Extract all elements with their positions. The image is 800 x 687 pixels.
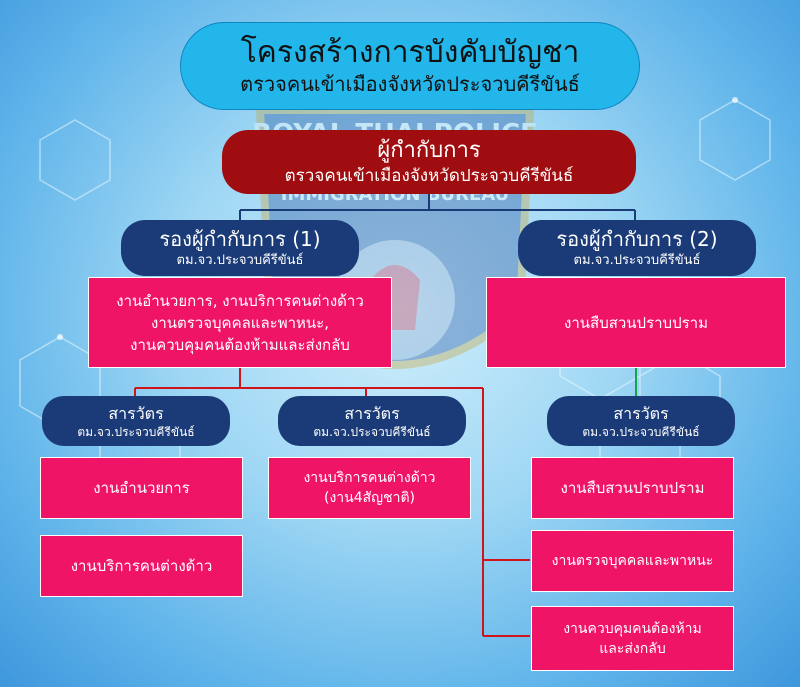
inspector-3-unit-3-line-1: งานควบคุมคนต้องห้าม bbox=[563, 620, 702, 637]
inspector-1-subtitle: ตม.จว.ประจวบคีรีขันธ์ bbox=[77, 424, 195, 439]
inspector-1-unit-2: งานบริการคนต่างด้าว bbox=[40, 535, 243, 597]
deputy-1-subtitle: ตม.จว.ประจวบคีรีขันธ์ bbox=[176, 253, 304, 268]
chart-title: โครงสร้างการบังคับบัญชา bbox=[240, 35, 580, 70]
deputy-1-duty-line-2: งานตรวจบุคคลและพาหนะ, bbox=[151, 313, 329, 332]
inspector-2-box: สารวัตร ตม.จว.ประจวบคีรีขันธ์ bbox=[278, 396, 466, 446]
inspector-2-title: สารวัตร bbox=[344, 403, 400, 423]
deputy-2-subtitle: ตม.จว.ประจวบคีรีขันธ์ bbox=[573, 253, 701, 268]
inspector-1-title: สารวัตร bbox=[108, 403, 164, 423]
chart-title-box: โครงสร้างการบังคับบัญชา ตรวจคนเข้าเมืองจ… bbox=[180, 22, 640, 110]
chief-title: ผู้กำกับการ bbox=[377, 138, 481, 163]
inspector-2-subtitle: ตม.จว.ประจวบคีรีขันธ์ bbox=[313, 424, 431, 439]
inspector-3-unit-1: งานสืบสวนปราบปราม bbox=[531, 457, 734, 519]
inspector-1-unit-1-label: งานอำนวยการ bbox=[93, 479, 190, 497]
inspector-3-unit-2: งานตรวจบุคคลและพาหนะ bbox=[531, 530, 734, 592]
chief-subtitle: ตรวจคนเข้าเมืองจังหวัดประจวบคีรีขันธ์ bbox=[284, 166, 574, 186]
deputy-2-title: รองผู้กำกับการ (2) bbox=[556, 227, 718, 251]
deputy-1-title: รองผู้กำกับการ (1) bbox=[159, 227, 321, 251]
deputy-1-duty-line-3: งานควบคุมคนต้องห้ามและส่งกลับ bbox=[130, 335, 350, 354]
deputy-2-duty-box: งานสืบสวนปราบปราม bbox=[486, 277, 786, 368]
inspector-2-unit-1-line-2: (งาน4สัญชาติ) bbox=[323, 490, 416, 506]
inspector-1-box: สารวัตร ตม.จว.ประจวบคีรีขันธ์ bbox=[42, 396, 230, 446]
inspector-3-unit-2-label: งานตรวจบุคคลและพาหนะ bbox=[551, 553, 714, 569]
inspector-1-unit-2-label: งานบริการคนต่างด้าว bbox=[70, 557, 213, 575]
inspector-3-box: สารวัตร ตม.จว.ประจวบคีรีขันธ์ bbox=[547, 396, 735, 446]
deputy-2-duty: งานสืบสวนปราบปราม bbox=[564, 313, 708, 332]
inspector-3-unit-3-line-2: และส่งกลับ bbox=[599, 640, 666, 657]
inspector-3-subtitle: ตม.จว.ประจวบคีรีขันธ์ bbox=[582, 424, 700, 439]
inspector-1-unit-1: งานอำนวยการ bbox=[40, 457, 243, 519]
deputy-1-duty-line-1: งานอำนวยการ, งานบริการคนต่างด้าว bbox=[116, 291, 364, 310]
inspector-2-unit-1: งานบริการคนต่างด้าว (งาน4สัญชาติ) bbox=[268, 457, 471, 519]
deputy-2-box: รองผู้กำกับการ (2) ตม.จว.ประจวบคีรีขันธ์ bbox=[518, 220, 756, 276]
inspector-2-unit-1-line-1: งานบริการคนต่างด้าว bbox=[303, 470, 436, 486]
chief-box: ผู้กำกับการ ตรวจคนเข้าเมืองจังหวัดประจวบ… bbox=[222, 130, 636, 194]
deputy-1-duties-box: งานอำนวยการ, งานบริการคนต่างด้าว งานตรวจ… bbox=[88, 277, 392, 368]
inspector-3-title: สารวัตร bbox=[613, 403, 669, 423]
inspector-3-unit-1-label: งานสืบสวนปราบปราม bbox=[560, 479, 705, 497]
inspector-3-unit-3: งานควบคุมคนต้องห้าม และส่งกลับ bbox=[531, 606, 734, 671]
deputy-1-box: รองผู้กำกับการ (1) ตม.จว.ประจวบคีรีขันธ์ bbox=[121, 220, 359, 276]
chart-subtitle: ตรวจคนเข้าเมืองจังหวัดประจวบคีรีขันธ์ bbox=[240, 72, 580, 96]
